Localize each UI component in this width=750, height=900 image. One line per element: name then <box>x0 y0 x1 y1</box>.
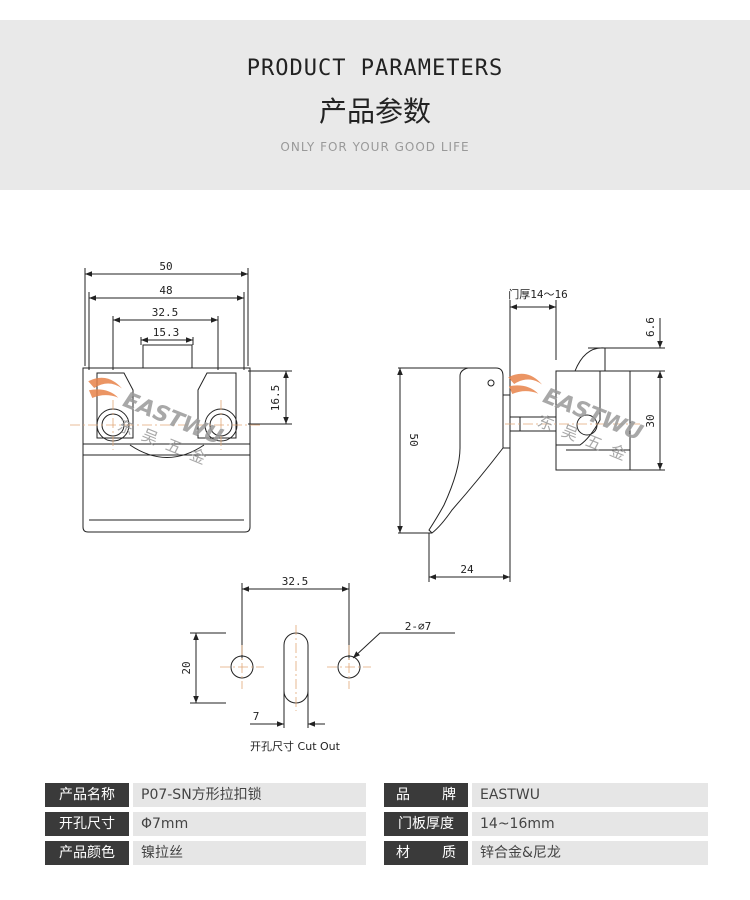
param-row: 产品颜色 镍拉丝 材 质 锌合金&尼龙 <box>0 841 750 865</box>
param-row: 开孔尺寸 Φ7mm 门板厚度 14~16mm <box>0 812 750 836</box>
cutout-view <box>190 583 455 728</box>
cutout-centerlines <box>220 625 371 711</box>
front-view <box>82 268 292 533</box>
technical-drawing: 50 48 32.5 15.3 16.5 <box>70 260 665 728</box>
watermark-logo-side: EASTWU 东吴五金 <box>508 373 646 468</box>
dim-cutout-20: 20 <box>180 661 193 674</box>
cutout-caption: 开孔尺寸 Cut Out <box>250 740 340 753</box>
param-label: 开孔尺寸 <box>45 812 129 836</box>
param-label: 门板厚度 <box>384 812 468 836</box>
dim-cutout-holes: 2-∅7 <box>405 620 432 633</box>
dim-front-50: 50 <box>159 260 172 273</box>
title-chinese: 产品参数 <box>318 95 431 128</box>
param-label: 品 牌 <box>384 783 468 807</box>
side-view <box>397 300 665 582</box>
dim-cutout-32-5: 32.5 <box>282 575 309 588</box>
dim-side-30: 30 <box>644 414 657 427</box>
param-value: EASTWU <box>472 783 708 807</box>
param-value: 镍拉丝 <box>133 841 366 865</box>
param-label: 产品颜色 <box>45 841 129 865</box>
dim-front-16-5: 16.5 <box>269 385 282 412</box>
param-value: P07-SN方形拉扣锁 <box>133 783 366 807</box>
dim-cutout-7: 7 <box>253 710 260 723</box>
dim-side-24: 24 <box>460 563 474 576</box>
param-value: Φ7mm <box>133 812 366 836</box>
param-label: 材 质 <box>384 841 468 865</box>
dim-side-50: 50 <box>407 433 420 446</box>
dim-front-48: 48 <box>159 284 172 297</box>
param-label: 产品名称 <box>45 783 129 807</box>
param-row: 产品名称 P07-SN方形拉扣锁 品 牌 EASTWU <box>0 783 750 807</box>
title-english: PRODUCT PARAMETERS <box>246 56 504 81</box>
header-banner: PRODUCT PARAMETERS 产品参数 ONLY FOR YOUR GO… <box>0 20 750 190</box>
tagline: ONLY FOR YOUR GOOD LIFE <box>280 140 470 154</box>
front-view-centerlines <box>70 400 262 450</box>
dim-side-6-6: 6.6 <box>644 317 657 337</box>
dim-door-thickness: 门厚14～16 <box>508 287 568 301</box>
param-value: 锌合金&尼龙 <box>472 841 708 865</box>
dim-front-15-3: 15.3 <box>153 326 180 339</box>
param-value: 14~16mm <box>472 812 708 836</box>
dim-front-32-5: 32.5 <box>152 306 179 319</box>
